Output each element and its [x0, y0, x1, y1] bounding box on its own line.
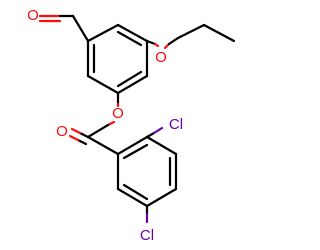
ethoxy-group: O — [145, 23, 236, 66]
bond-ethyl-3 — [202, 23, 236, 43]
ester-group: O O — [56, 91, 124, 156]
bond-ester-o-bottom — [106, 120, 116, 127]
aldehyde-group: O — [27, 7, 90, 43]
bond-cl-ortho — [152, 126, 164, 135]
bond-ring-cl-ortho — [145, 131, 156, 139]
bond-carbonyl-o — [70, 127, 82, 135]
ring1-bond-e — [86, 74, 120, 95]
atom-ester-oxygen: O — [112, 105, 124, 122]
ring1-bond-b — [116, 23, 149, 43]
atom-carbonyl-oxygen: O — [56, 123, 68, 140]
ortho-chlorine: Cl — [145, 116, 183, 139]
lower-benzene-ring — [116, 135, 178, 208]
ring2-bond-e — [116, 187, 149, 208]
ring1-inner-bond-1 — [116, 30, 143, 47]
ring2-bond-a — [116, 135, 149, 156]
atom-ortho-chlorine: Cl — [169, 116, 183, 133]
bond-carbonyl-ring — [86, 135, 120, 156]
bond-ester-c — [86, 123, 110, 139]
bond-ethyl-2 — [176, 23, 206, 40]
ring1-bond-a — [86, 23, 120, 43]
ring2-inner-bond-1 — [122, 143, 149, 160]
upper-benzene-ring — [86, 23, 149, 95]
ring2-bond-b — [145, 135, 178, 156]
atom-para-chlorine: Cl — [140, 227, 154, 244]
para-chlorine: Cl — [140, 204, 154, 244]
ring2-bond-d — [145, 187, 178, 208]
bond-aldehyde-ring — [71, 14, 90, 43]
bond-carbonyl — [78, 131, 90, 139]
ring2-inner-bond-3 — [122, 183, 149, 201]
atom-aldehyde-oxygen: O — [27, 7, 39, 24]
bond-carbonyl-double-c — [76, 138, 88, 146]
ring1-inner-bond-2 — [116, 70, 143, 88]
bond-ring-ether — [145, 39, 157, 46]
bond-carbonyl-double-o — [68, 134, 80, 142]
bond-ethyl-1 — [167, 36, 180, 46]
atom-ether-oxygen: O — [155, 49, 167, 66]
bond-ether-o-left — [153, 42, 160, 48]
structure-diagram: O O O O — [27, 7, 236, 244]
ring1-bond-d — [116, 74, 149, 95]
